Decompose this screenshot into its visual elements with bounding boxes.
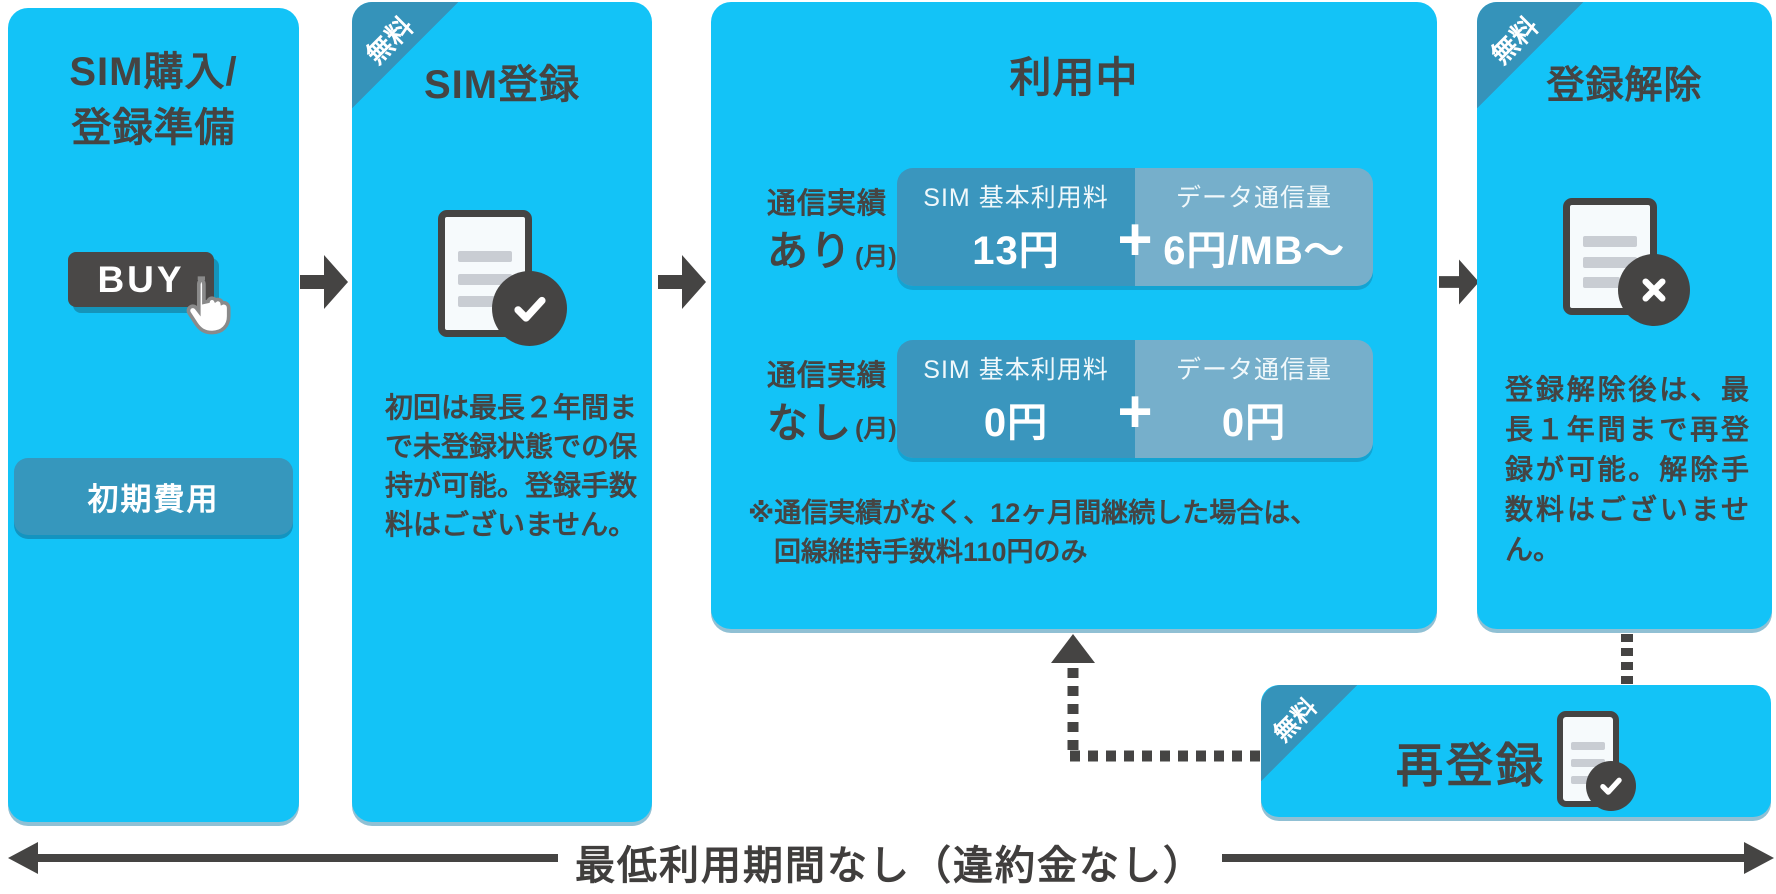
- initial-cost-label: 初期費用: [87, 482, 220, 517]
- price-row-no-usage: 通信実績 なし(月) SIM 基本利用料 0円 データ通信量 0円 +: [711, 340, 1437, 490]
- base-fee-label: SIM 基本利用料: [923, 356, 1109, 384]
- flow-arrow-icon: [1439, 259, 1479, 305]
- usage-condition-label: 通信実績 なし(月): [767, 362, 897, 444]
- panel-deregister: 無料 登録解除 登録解除後は、最長１年間まで再登録が可能。解除手数料はございませ…: [1477, 2, 1772, 629]
- deregister-description: 登録解除後は、最長１年間まで再登録が可能。解除手数料はございません。: [1505, 374, 1749, 565]
- check-circle-icon: [492, 271, 567, 346]
- usage-footnote: ※通信実績がなく、12ヶ月間継続した場合は、 回線維持手数料110円のみ: [748, 494, 1317, 572]
- condition-text: 通信実績: [767, 360, 888, 392]
- panel-sim-register: 無料 SIM登録 初回は最長２年間まで未登録状態での保持が可能。登録手数料はござ…: [352, 2, 652, 822]
- free-ribbon-label: 無料: [1268, 692, 1324, 748]
- base-fee-label: SIM 基本利用料: [923, 184, 1109, 212]
- data-fee-cell: データ通信量 6円/MB〜: [1135, 168, 1373, 286]
- condition-value: あり(月): [767, 228, 897, 274]
- base-fee-cell: SIM 基本利用料 13円: [897, 168, 1135, 286]
- purchase-title-line2: 登録準備: [71, 106, 236, 150]
- register-description: 初回は最長２年間まで未登録状態での保持が可能。登録手数料はございません。: [385, 392, 638, 540]
- panel-sim-purchase: SIM購入/ 登録準備 BUY 初期費用: [8, 8, 299, 822]
- flow-arrow-icon: [658, 255, 706, 309]
- free-ribbon: 無料: [1261, 685, 1357, 781]
- reregister-title: 再登録: [1396, 739, 1546, 792]
- initial-cost-badge: 初期費用: [14, 458, 293, 535]
- base-fee-value: 0円: [983, 401, 1049, 445]
- return-arrow-icon: [1051, 634, 1264, 762]
- data-fee-value: 0円: [1221, 401, 1287, 445]
- free-ribbon: 無料: [1477, 2, 1583, 108]
- plus-sign: +: [1117, 377, 1153, 445]
- footer-label: 最低利用期間なし（違約金なし）: [575, 844, 1205, 888]
- base-fee-value: 13円: [972, 229, 1060, 273]
- purchase-title-line1: SIM購入/: [69, 50, 238, 94]
- in-use-panel-title: 利用中: [1009, 54, 1139, 101]
- panel-reregister: 無料 再登録: [1261, 685, 1771, 817]
- panel-in-use: 利用中 通信実績 あり(月) SIM 基本利用料 13円 データ通信量 6円/M…: [711, 2, 1437, 629]
- condition-text: 通信実績: [767, 188, 888, 220]
- dotted-connector-icon: [1621, 634, 1633, 686]
- price-box: SIM 基本利用料 0円 データ通信量 0円 +: [897, 340, 1373, 458]
- timeline-left-arrow-icon: [8, 842, 558, 874]
- data-fee-label: データ通信量: [1175, 356, 1332, 384]
- price-box: SIM 基本利用料 13円 データ通信量 6円/MB〜 +: [897, 168, 1373, 286]
- buy-button: BUY: [68, 252, 214, 307]
- base-fee-cell: SIM 基本利用料 0円: [897, 340, 1135, 458]
- hand-cursor-icon: [186, 276, 231, 335]
- usage-condition-label: 通信実績 あり(月): [767, 190, 897, 272]
- deregister-panel-title: 登録解除: [1546, 65, 1703, 107]
- footnote-line2: 回線維持手数料110円のみ: [774, 537, 1088, 567]
- purchase-panel-title: SIM購入/ 登録準備: [8, 44, 299, 156]
- timeline-right-arrow-icon: [1222, 842, 1774, 874]
- price-row-with-usage: 通信実績 あり(月) SIM 基本利用料 13円 データ通信量 6円/MB〜 +: [711, 168, 1437, 318]
- flow-arrow-icon: [300, 255, 348, 309]
- plus-sign: +: [1117, 205, 1153, 273]
- data-fee-cell: データ通信量 0円: [1135, 340, 1373, 458]
- buy-button-label: BUY: [97, 258, 185, 300]
- register-panel-title: SIM登録: [423, 63, 581, 107]
- condition-value: なし(月): [767, 400, 897, 446]
- data-fee-value: 6円/MB〜: [1163, 229, 1345, 273]
- check-circle-icon: [1586, 761, 1636, 811]
- x-circle-icon: [1618, 254, 1690, 326]
- footnote-line1: ※通信実績がなく、12ヶ月間継続した場合は、: [748, 498, 1318, 528]
- data-fee-label: データ通信量: [1175, 184, 1332, 212]
- free-ribbon: 無料: [352, 2, 458, 108]
